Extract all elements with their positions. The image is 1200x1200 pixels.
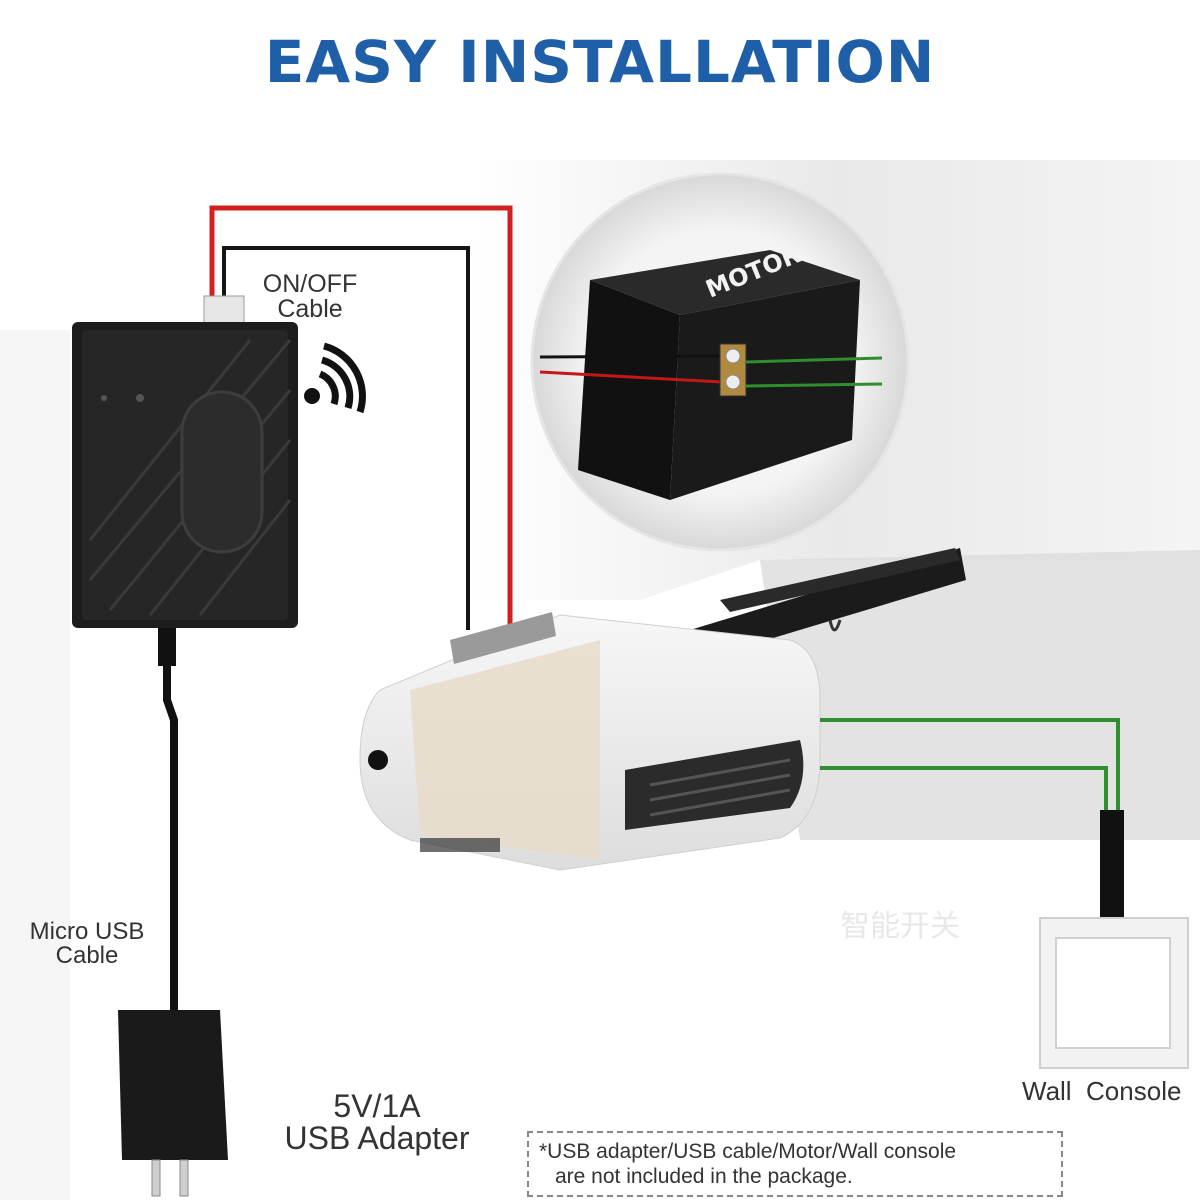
wall-console-label: Wall Console [1022,1076,1182,1106]
adapter-line2: USB Adapter [284,1120,470,1156]
wall-cable [1100,810,1124,920]
usb-adapter-icon [118,1010,228,1197]
on-off-cable-label: ON/OFF Cable [255,272,365,322]
usb-adapter-label: 5V/1A USB Adapter [262,1090,492,1154]
red-wire [209,205,513,630]
micro-usb-line1: Micro USB [29,918,145,945]
black-wire [222,246,470,630]
garage-opener [359,612,821,871]
micro-usb-label: Micro USB Cable [12,920,162,968]
micro-usb-line2: Cable [55,942,119,969]
wifi-icon [304,342,366,414]
on-off-line1: ON/OFF [262,270,358,298]
note-line1: *USB adapter/USB cable/Motor/Wall consol… [539,1140,957,1163]
controller-device [72,322,298,628]
wall-switch-icon [1039,917,1189,1069]
cable-connector [203,295,245,325]
usb-plug [158,628,176,666]
chinese-watermark: 智能开关 [840,910,960,943]
adapter-line1: 5V/1A [333,1088,421,1124]
green-wire-2 [820,766,1108,812]
micro-usb-cable [163,666,178,1010]
left-wall-shade [0,330,70,1200]
motor-inset: MOTOR [530,172,910,552]
green-wire-1 [820,718,1120,812]
rail [690,548,966,660]
note-line2: are not included in the package. [555,1165,853,1189]
package-note: *USB adapter/USB cable/Motor/Wall consol… [527,1131,1063,1197]
on-off-line2: Cable [277,295,343,323]
page-title: EASY INSTALLATION [264,28,936,96]
